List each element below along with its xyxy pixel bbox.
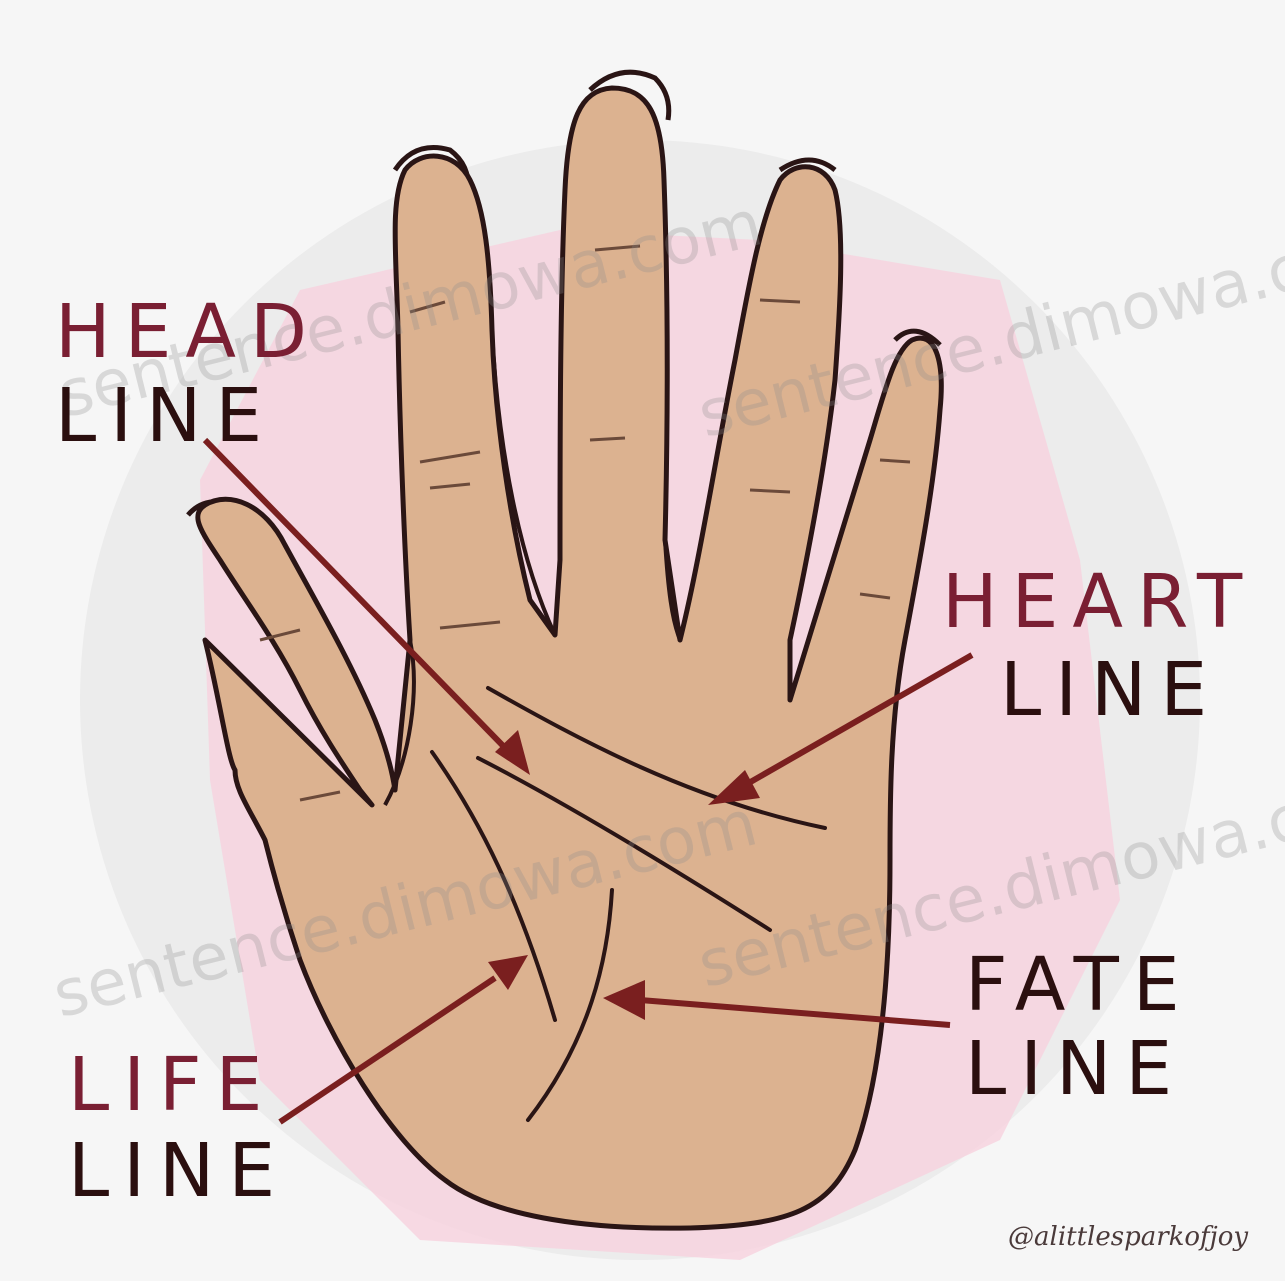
- artist-signature: @alittlesparkofjoy: [1008, 1222, 1248, 1252]
- fate-line-label: FATE LINE: [965, 948, 1194, 1106]
- head-line-label-line: LINE: [55, 379, 321, 453]
- heart-line-label: HEART LINE: [942, 565, 1256, 727]
- fate-line-label-line: LINE: [965, 1032, 1194, 1106]
- life-line-label-word: LIFE: [68, 1048, 289, 1122]
- life-line-label: LIFE LINE: [68, 1048, 289, 1208]
- life-line-label-line: LINE: [68, 1134, 289, 1208]
- head-line-label: HEAD LINE: [55, 295, 321, 453]
- heart-line-label-line: LINE: [1000, 653, 1256, 727]
- head-line-label-word: HEAD: [55, 295, 321, 369]
- heart-line-label-word: HEART: [942, 565, 1256, 639]
- fate-line-label-word: FATE: [965, 948, 1194, 1022]
